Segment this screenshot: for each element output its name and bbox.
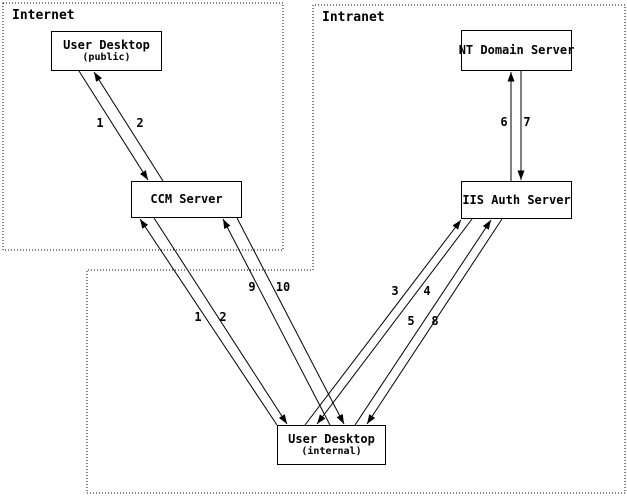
edge-arrow-10: [236, 217, 345, 425]
node-title-user-desktop-public: User Desktop: [63, 38, 150, 52]
node-user-desktop-public: User Desktop(public): [51, 31, 162, 71]
edge-label-10: 10: [275, 280, 291, 294]
edge-arrow-2-public: [93, 71, 164, 182]
edge-label-7: 7: [523, 115, 531, 129]
node-iis-auth-server: IIS Auth Server: [461, 181, 572, 219]
edge-label-3: 3: [391, 284, 399, 298]
node-nt-domain-server: NT Domain Server: [458, 30, 575, 71]
node-title-user-desktop-internal: User Desktop: [288, 432, 375, 446]
edge-arrow-8: [366, 218, 503, 425]
zone-intranet-border: [86, 4, 626, 494]
zone-label-intranet: Intranet: [322, 10, 385, 25]
zone-internet-border: [2, 2, 284, 251]
edge-label-5: 5: [407, 314, 415, 328]
edge-label-9: 9: [248, 280, 256, 294]
node-subtitle-user-desktop-public: (public): [82, 52, 131, 63]
edge-label-4: 4: [423, 284, 431, 298]
edge-arrow-3: [304, 219, 462, 426]
node-ccm-server: CCM Server: [131, 181, 242, 218]
edge-label-2-public: 2: [136, 116, 144, 130]
edges-layer: [78, 70, 525, 426]
edge-arrow-9: [222, 218, 331, 426]
edge-arrow-2-internal: [153, 217, 288, 425]
edge-label-1-internal: 1: [194, 310, 202, 324]
node-user-desktop-internal: User Desktop(internal): [277, 425, 386, 465]
node-title-iis-auth-server: IIS Auth Server: [462, 192, 571, 207]
edge-arrow-4: [316, 218, 473, 425]
edge-label-6: 6: [500, 115, 508, 129]
edge-arrow-5: [354, 219, 492, 426]
node-title-nt-domain-server: NT Domain Server: [458, 43, 575, 57]
node-subtitle-user-desktop-internal: (internal): [301, 446, 362, 457]
edge-label-1-public: 1: [96, 116, 104, 130]
edge-label-2-internal: 2: [219, 310, 227, 324]
node-title-ccm-server: CCM Server: [150, 192, 223, 206]
edge-arrow-1-internal: [139, 218, 278, 426]
edge-arrow-1-public: [78, 70, 149, 181]
edge-label-8: 8: [431, 314, 439, 328]
zone-label-internet: Internet: [12, 8, 75, 23]
